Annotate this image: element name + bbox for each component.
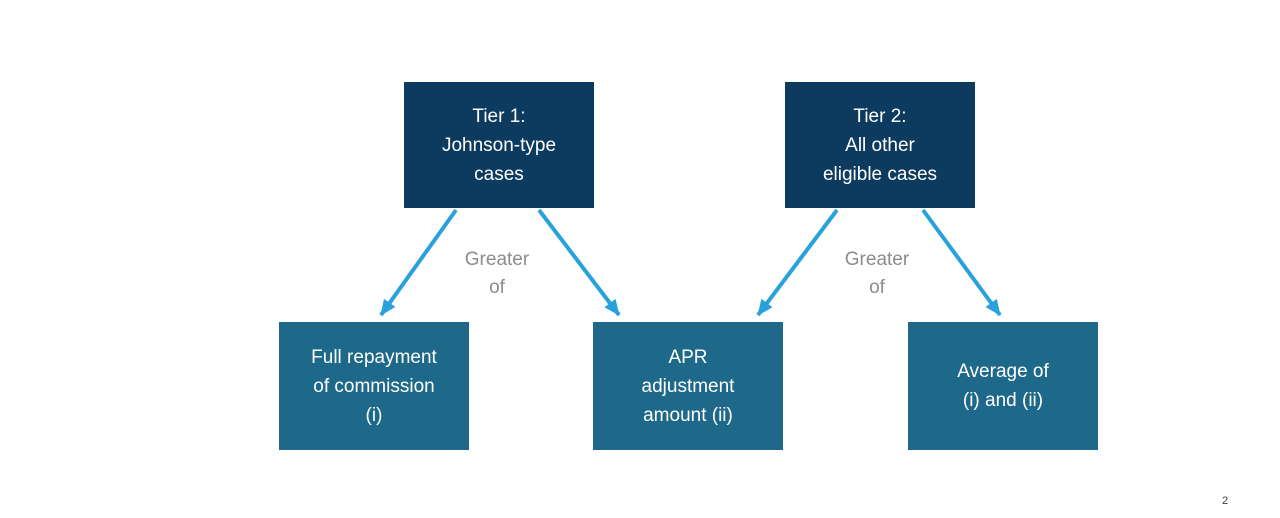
page-number: 2 [1221, 495, 1229, 507]
outcome-box-full-repayment: Full repayment of commission (i) [279, 322, 469, 450]
outcome-full-repayment-label: Full repayment of commission (i) [311, 346, 437, 426]
outcome-apr-adjustment-label: APR adjustment amount (ii) [641, 346, 735, 426]
outcome-box-average: Average of (i) and (ii) [908, 322, 1098, 450]
tier2-box: Tier 2: All other eligible cases [785, 82, 975, 208]
tier2-label: Tier 2: All other eligible cases [822, 105, 938, 185]
tier1-box: Tier 1: Johnson-type cases [404, 82, 594, 208]
outcome-box-apr-adjustment: APR adjustment amount (ii) [593, 322, 783, 450]
greater-of-label-tier1: Greater of [464, 249, 530, 298]
greater-of-label-tier2: Greater of [844, 249, 910, 298]
outcome-average-label: Average of (i) and (ii) [957, 361, 1049, 411]
tier1-label: Tier 1: Johnson-type cases [441, 105, 557, 185]
